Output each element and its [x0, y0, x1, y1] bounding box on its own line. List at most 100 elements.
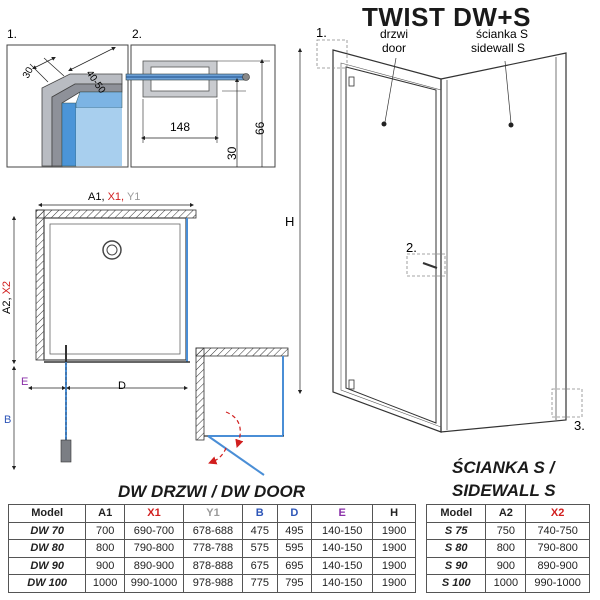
dw-col-e: E [311, 504, 374, 523]
dw-cell: 790-800 [123, 539, 184, 558]
detail-2-handle: 2. 148 30 66 [125, 27, 276, 168]
dw-cell: 140-150 [311, 556, 374, 575]
table-row: DW 70 700 690-700 678-688 475 495 140-15… [7, 521, 416, 540]
s-cell: 1000 [485, 574, 527, 593]
dw-table-header-row: Model A1 X1 Y1 B D E H [7, 504, 416, 523]
dw-cell: 690-700 [123, 521, 184, 540]
plan-a2-label: A2, [1, 297, 13, 314]
dw-cell: 140-150 [311, 539, 374, 558]
dim-30-label: 30 [21, 65, 36, 80]
dw-table-title: DW DRZWI / DW DOOR [118, 482, 305, 501]
detail-1-profile: 1. 30 40-50 [6, 27, 129, 168]
plan-b-label: B [4, 414, 11, 426]
dw-cell: 695 [276, 556, 313, 575]
dw-cell: 1900 [372, 539, 416, 558]
dw-cell: 978-988 [182, 574, 243, 593]
s-table-header-row: Model A2 X2 [425, 504, 590, 523]
s-cell: 890-900 [525, 556, 590, 575]
dw-cell: 475 [241, 521, 278, 540]
table-row: S 90 900 890-900 [425, 556, 590, 575]
table-row: S 75 750 740-750 [425, 521, 590, 540]
s-col-x2: X2 [525, 504, 590, 523]
plan-x2-label: X2 [1, 281, 13, 294]
dim-30-handle-label: 30 [225, 146, 239, 160]
sidewall-label-pl: ścianka S [476, 27, 528, 41]
plan-a1-label: A1, [88, 191, 105, 203]
dw-col-x1: X1 [123, 504, 184, 523]
s-cell: S 90 [425, 556, 487, 575]
s-cell: 750 [485, 521, 527, 540]
dw-col-d: D [276, 504, 313, 523]
plan-y1-label: Y1 [127, 191, 140, 203]
dw-cell: 890-900 [123, 556, 184, 575]
dw-cell: 140-150 [311, 521, 374, 540]
dw-cell: 990-1000 [123, 574, 184, 593]
dw-cell: 495 [276, 521, 313, 540]
technical-drawing: 1. 30 40-50 2. 148 30 66 [1, 25, 585, 476]
dw-cell: 775 [241, 574, 278, 593]
dw-col-y1: Y1 [182, 504, 243, 523]
enclosure-3d-view: H 1. 2. 3. drzwi door ścianka S sidewall… [285, 25, 585, 433]
dw-cell: 595 [276, 539, 313, 558]
detail-2-label: 2. [132, 27, 142, 41]
table-row: S 100 1000 990-1000 [425, 574, 590, 593]
dw-cell: DW 80 [7, 539, 87, 558]
dw-cell: 795 [276, 574, 313, 593]
plan-d-label: D [118, 380, 126, 392]
plan-e-label: E [21, 376, 28, 388]
dw-cell: 140-150 [311, 574, 374, 593]
dw-cell: 1900 [372, 574, 416, 593]
product-title: TWIST DW+S [362, 2, 531, 32]
dw-cell: 675 [241, 556, 278, 575]
h-dimension-label: H [285, 214, 294, 229]
s-cell: S 80 [425, 539, 487, 558]
table-row: DW 100 1000 990-1000 978-988 775 795 140… [7, 574, 416, 593]
dw-cell: 678-688 [182, 521, 243, 540]
callout-3-label: 3. [574, 418, 585, 433]
s-table-title-line1: ŚCIANKA S / [452, 458, 555, 477]
corner-view [195, 347, 289, 476]
s-cell: S 100 [425, 574, 487, 593]
sidewall-table: Model A2 X2 S 75 750 740-750 S 80 800 79… [425, 504, 590, 593]
dw-col-b: B [241, 504, 278, 523]
dim-148-label: 148 [170, 120, 190, 134]
dw-cell: 778-788 [182, 539, 243, 558]
dw-cell: 1000 [85, 574, 125, 593]
dw-col-a1: A1 [85, 504, 125, 523]
s-cell: 900 [485, 556, 527, 575]
s-col-model: Model [425, 504, 487, 523]
callout-2-label: 2. [406, 240, 417, 255]
plan-x1-label: X1, [108, 191, 125, 203]
dw-cell: DW 90 [7, 556, 87, 575]
svg-text:A2, X2: A2, X2 [1, 281, 13, 314]
dw-col-h: H [372, 504, 416, 523]
dim-66-label: 66 [253, 121, 267, 135]
s-cell: 740-750 [525, 521, 590, 540]
plan-view: A1, X1, Y1 A2, X2 E D B [1, 191, 197, 471]
dw-cell: 1900 [372, 556, 416, 575]
detail-1-label: 1. [7, 27, 17, 41]
dw-door-table: Model A1 X1 Y1 B D E H DW 70 700 690-700… [7, 504, 416, 593]
door-label-pl: drzwi [380, 27, 408, 41]
dw-cell: DW 100 [7, 574, 87, 593]
dw-col-model: Model [7, 504, 87, 523]
dw-cell: 800 [85, 539, 125, 558]
s-col-a2: A2 [485, 504, 527, 523]
callout-1-label: 1. [316, 25, 327, 40]
dw-cell: 878-888 [182, 556, 243, 575]
table-row: S 80 800 790-800 [425, 539, 590, 558]
dw-cell: 700 [85, 521, 125, 540]
s-cell: 990-1000 [525, 574, 590, 593]
s-cell: S 75 [425, 521, 487, 540]
s-table-title-line2: SIDEWALL S [452, 481, 556, 500]
table-row: DW 90 900 890-900 878-888 675 695 140-15… [7, 556, 416, 575]
s-cell: 800 [485, 539, 527, 558]
dw-cell: 900 [85, 556, 125, 575]
sidewall-label-en: sidewall S [471, 41, 525, 55]
s-cell: 790-800 [525, 539, 590, 558]
table-row: DW 80 800 790-800 778-788 575 595 140-15… [7, 539, 416, 558]
svg-text:A1, X1, Y1: A1, X1, Y1 [88, 191, 140, 203]
dw-cell: 1900 [372, 521, 416, 540]
door-label-en: door [382, 41, 406, 55]
dw-cell: 575 [241, 539, 278, 558]
